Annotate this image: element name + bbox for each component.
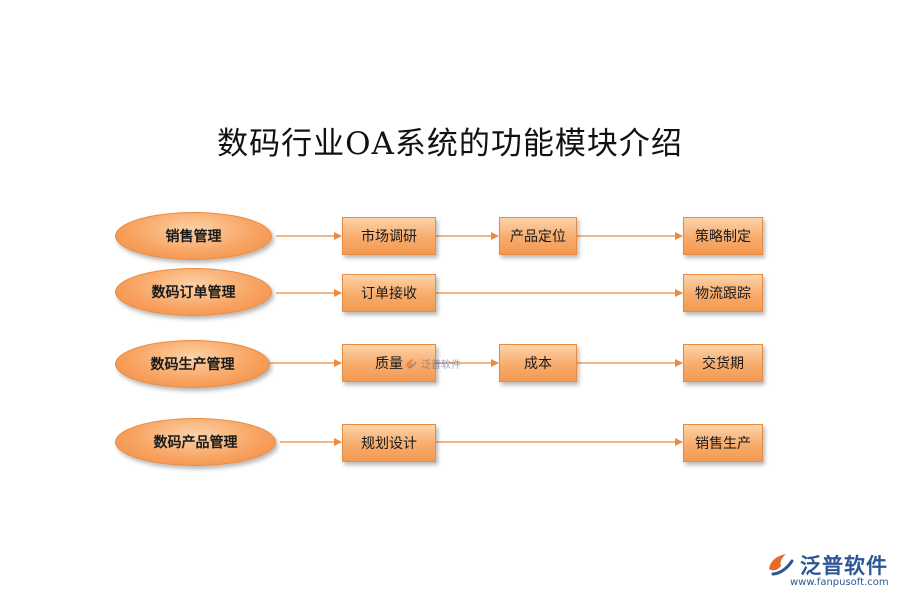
step-label: 市场调研 bbox=[361, 229, 417, 245]
step-label: 成本 bbox=[524, 356, 552, 372]
module-production-management: 数码生产管理 bbox=[115, 340, 270, 388]
module-label: 销售管理 bbox=[165, 229, 222, 245]
step-strategy: 策略制定 bbox=[683, 217, 763, 255]
step-logistics-tracking: 物流跟踪 bbox=[683, 274, 763, 312]
watermark: 泛普软件 bbox=[404, 356, 461, 371]
module-label: 数码订单管理 bbox=[151, 285, 236, 301]
module-sales-management: 销售管理 bbox=[115, 212, 272, 260]
step-label: 物流跟踪 bbox=[695, 286, 751, 302]
step-planning-design: 规划设计 bbox=[342, 424, 436, 462]
step-product-positioning: 产品定位 bbox=[499, 217, 577, 255]
step-label: 策略制定 bbox=[695, 229, 751, 245]
watermark-logo-icon bbox=[406, 358, 417, 369]
step-label: 销售生产 bbox=[695, 436, 751, 452]
watermark-text: 泛普软件 bbox=[421, 360, 461, 371]
step-delivery-date: 交货期 bbox=[683, 344, 763, 382]
brand-logo: 泛普软件 bbox=[766, 550, 888, 580]
step-label: 产品定位 bbox=[510, 229, 566, 245]
step-order-receive: 订单接收 bbox=[342, 274, 436, 312]
step-label: 订单接收 bbox=[361, 286, 417, 302]
module-product-management: 数码产品管理 bbox=[115, 418, 276, 466]
step-quality: 质量 bbox=[342, 344, 436, 382]
brand-url[interactable]: www.fanpusoft.com bbox=[790, 577, 889, 588]
module-order-management: 数码订单管理 bbox=[115, 268, 272, 316]
step-market-research: 市场调研 bbox=[342, 217, 436, 255]
brand-name: 泛普软件 bbox=[800, 554, 888, 578]
step-cost: 成本 bbox=[499, 344, 577, 382]
brand-logo-icon bbox=[769, 554, 794, 576]
step-sales-production: 销售生产 bbox=[683, 424, 763, 462]
module-label: 数码产品管理 bbox=[153, 435, 238, 451]
step-label: 质量 bbox=[375, 356, 403, 372]
module-label: 数码生产管理 bbox=[150, 357, 235, 373]
diagram-title: 数码行业OA系统的功能模块介绍 bbox=[217, 126, 683, 162]
step-label: 交货期 bbox=[702, 356, 744, 372]
step-label: 规划设计 bbox=[361, 436, 417, 452]
